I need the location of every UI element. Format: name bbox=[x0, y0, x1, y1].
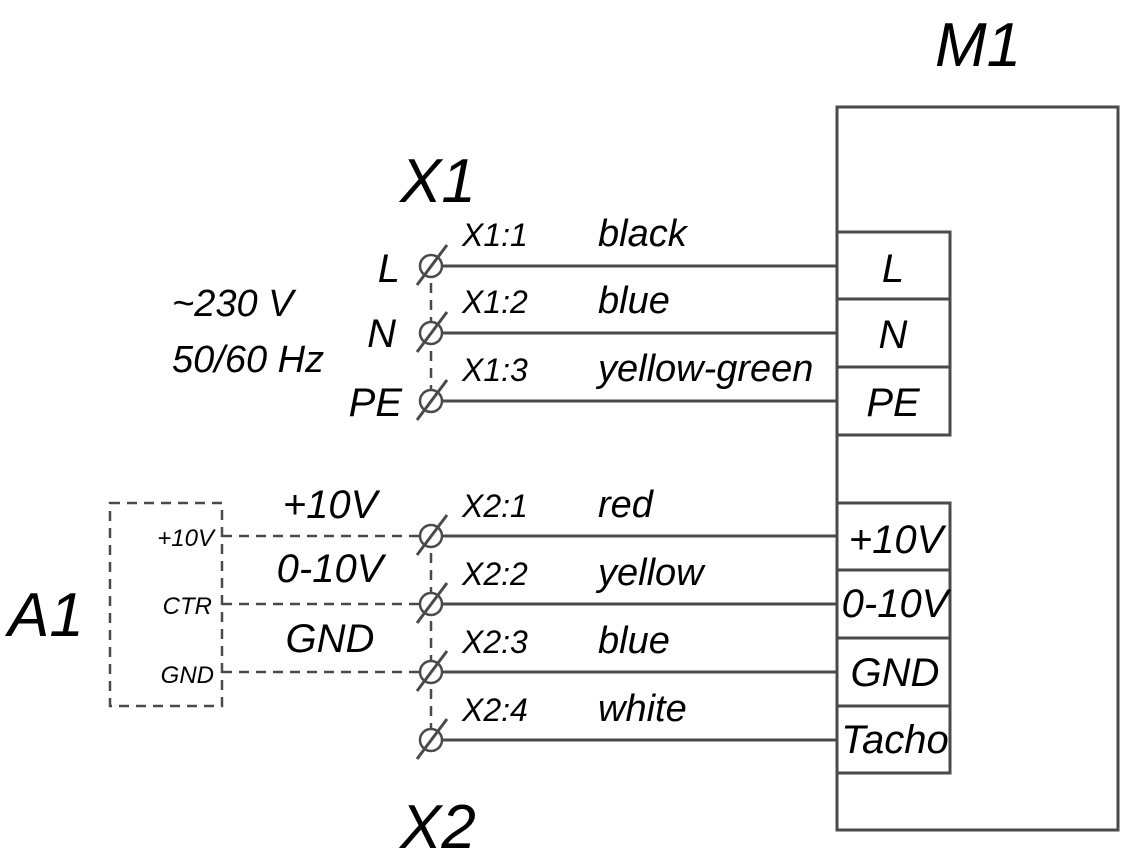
motor-control-terminal-block: +10V 0-10V GND Tacho bbox=[835, 501, 952, 775]
x1-pin-label: X1:3 bbox=[461, 352, 528, 388]
motor-terminal-pe-label: PE bbox=[866, 381, 921, 425]
x2-row-4: X2:4 white bbox=[415, 688, 837, 760]
motor-terminal-n-label: N bbox=[879, 313, 908, 357]
wire-color-label: yellow bbox=[595, 552, 706, 594]
terminal-slash-icon bbox=[415, 650, 449, 692]
a1-pin-ctr: CTR bbox=[163, 593, 212, 620]
x2-row-1: X2:1 red bbox=[415, 484, 837, 556]
x2-pin-label: X2:3 bbox=[461, 624, 528, 660]
motor-terminal-gnd-label: GND bbox=[851, 651, 940, 695]
x1-side-label: PE bbox=[349, 381, 404, 425]
signal-label-0-10v: 0-10V bbox=[277, 547, 387, 591]
wire-color-label: yellow-green bbox=[595, 348, 813, 390]
signal-label-10v: +10V bbox=[283, 483, 381, 527]
terminal-slash-icon bbox=[415, 718, 449, 760]
terminal-slash-icon bbox=[415, 379, 449, 421]
x1-label: X1 bbox=[398, 147, 476, 216]
supply-frequency: 50/60 Hz bbox=[172, 339, 324, 381]
terminal-slash-icon bbox=[415, 514, 449, 556]
terminal-slash-icon bbox=[415, 311, 449, 353]
a1-pin-10v: +10V bbox=[157, 525, 216, 552]
motor-terminal-10v-label: +10V bbox=[849, 518, 947, 562]
wire-color-label: blue bbox=[598, 620, 670, 662]
x1-row-3: PE X1:3 yellow-green bbox=[349, 348, 837, 425]
motor-m1-label: M1 bbox=[935, 11, 1021, 80]
wire-color-label: red bbox=[598, 484, 655, 526]
motor-power-terminal-block: L N PE bbox=[835, 230, 952, 437]
x2-row-3: X2:3 blue bbox=[415, 620, 837, 692]
x2-pin-label: X2:4 bbox=[461, 692, 528, 728]
wire-color-label: white bbox=[598, 688, 687, 730]
x1-side-label: L bbox=[378, 247, 400, 291]
supply-voltage: ~230 V bbox=[172, 283, 297, 325]
x2-row-2: X2:2 yellow bbox=[415, 552, 837, 624]
motor-terminal-tacho-label: Tacho bbox=[841, 718, 949, 762]
x2-pin-label: X2:2 bbox=[461, 556, 528, 592]
motor-terminal-0-10v-label: 0-10V bbox=[842, 582, 952, 626]
terminal-slash-icon bbox=[415, 582, 449, 624]
motor-terminal-l-label: L bbox=[882, 247, 904, 291]
x2-pin-label: X2:1 bbox=[461, 488, 528, 524]
terminal-slash-icon bbox=[415, 244, 449, 286]
x1-row-1: L X1:1 black bbox=[378, 213, 837, 291]
a1-pin-gnd: GND bbox=[161, 662, 214, 689]
wire-color-label: blue bbox=[598, 280, 670, 322]
motor-terminal-pe bbox=[835, 365, 952, 437]
a1-label: A1 bbox=[4, 581, 84, 650]
x2-label: X2 bbox=[398, 793, 476, 858]
x1-pin-label: X1:1 bbox=[461, 217, 528, 253]
x1-pin-label: X1:2 bbox=[461, 284, 528, 320]
signal-label-gnd: GND bbox=[286, 617, 375, 661]
x1-side-label: N bbox=[367, 312, 396, 356]
x1-row-2: N X1:2 blue bbox=[367, 280, 837, 356]
wire-color-label: black bbox=[598, 213, 689, 255]
